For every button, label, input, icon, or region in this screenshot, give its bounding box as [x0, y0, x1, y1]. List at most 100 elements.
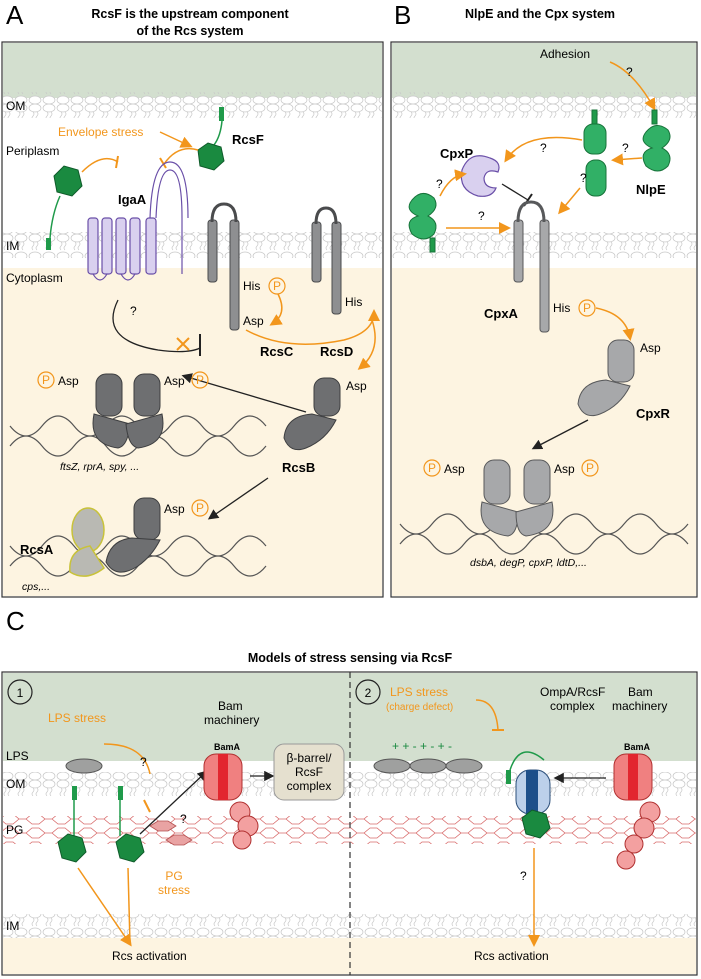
panel-a-letter: A — [6, 0, 24, 30]
cpxa-his: His — [553, 301, 570, 315]
panel-b-outer-membrane — [392, 92, 696, 118]
rcsc-asp: Asp — [243, 314, 264, 328]
rcsb-to-dimer-arrow — [181, 373, 307, 413]
panel-b-outer-space — [392, 43, 696, 98]
asp-to-his-arrow — [245, 309, 380, 345]
dimer-right-phospho: P — [196, 373, 204, 387]
bama-label-2: BamA — [624, 742, 651, 752]
panel-a-genes-2: cps,... — [22, 581, 50, 593]
envelope-stress-label: Envelope stress — [58, 125, 143, 139]
panel-a-cytoplasm-label: Cytoplasm — [6, 271, 63, 285]
dimer-left-phospho: P — [42, 373, 50, 387]
panel-b-question-1: ? — [626, 65, 633, 79]
rcsc-label: RcsC — [260, 344, 294, 359]
rcsb-dimer — [92, 373, 164, 449]
model-1-lps-stress: LPS stress — [48, 711, 106, 725]
model-2-number: 2 — [365, 686, 372, 700]
panel-b: B NlpE and the Cpx system Adhesion ? Nlp… — [390, 0, 698, 598]
nlpe-extended — [583, 109, 607, 197]
panel-c-peptidoglycan — [3, 816, 696, 844]
cpxr-label: CpxR — [636, 406, 671, 421]
model-1-im-label: IM — [6, 919, 19, 933]
left-periplasmic-protein — [46, 165, 83, 250]
cpxa-to-cpxr-arrow — [595, 307, 635, 341]
pg-stress-line2: stress — [158, 883, 190, 897]
rcsa-rcsb-complex — [69, 497, 161, 577]
cpxr-dimer-left-phospho: P — [428, 461, 436, 475]
igaa-protein — [87, 161, 189, 281]
rcsb-asp: Asp — [346, 379, 367, 393]
rcsb-label: RcsB — [282, 460, 315, 475]
bam-complex-2 — [613, 753, 661, 870]
panel-a: A RcsF is the upstream component of the … — [1, 0, 384, 598]
blocked-cross — [176, 337, 190, 351]
pg-damage — [149, 820, 193, 846]
panel-b-letter: B — [394, 0, 411, 30]
rcsf-label: RcsF — [232, 132, 264, 147]
rcsf-model1-a — [57, 786, 87, 863]
panel-a-question-1: ? — [130, 304, 137, 318]
model-1-rcs-activation: Rcs activation — [112, 949, 187, 963]
rcsf-protein — [197, 107, 225, 171]
rcsd-his: His — [345, 295, 362, 309]
panel-b-question-5: ? — [436, 177, 443, 191]
cpxp-label: CpxP — [440, 146, 474, 161]
barrel-line3: complex — [287, 779, 332, 793]
panel-c-letter: C — [6, 606, 25, 636]
ompa-line2: complex — [550, 699, 595, 713]
model-1-om-label: OM — [6, 777, 25, 791]
model-2-question: ? — [520, 869, 527, 883]
cpxr-asp: Asp — [640, 341, 661, 355]
barrel-complex-box — [273, 743, 345, 801]
model-1-bam-line2: machinery — [204, 713, 259, 727]
panel-b-genes: dsbA, degP, cpxP, ldtD,... — [470, 557, 587, 569]
rcsd-label: RcsD — [320, 344, 353, 359]
ompa-rcsf-complex — [506, 751, 551, 839]
panel-b-title: NlpE and the Cpx system — [465, 7, 615, 21]
rcsf-inhibition — [163, 147, 199, 165]
panel-a-title-line2: of the Rcs system — [137, 24, 244, 38]
barrel-line1: β-barrel/ — [287, 751, 333, 765]
cpxa-protein — [513, 200, 550, 333]
rcsb-to-rcsa-arrow — [207, 477, 269, 520]
his-to-rcsb-arrow — [357, 319, 376, 370]
bama-label-1: BamA — [214, 742, 241, 752]
model-1-number: 1 — [17, 686, 24, 700]
panel-a-genes-1: ftsZ, rprA, spy, ... — [60, 461, 139, 473]
igaa-label: IgaA — [118, 192, 147, 207]
rcsa-complex-phospho: P — [196, 501, 204, 515]
model-1-question-2: ? — [180, 812, 187, 826]
nlpe-im — [408, 193, 437, 253]
dna-b — [399, 513, 689, 555]
panel-a-title-line1: RcsF is the upstream component — [91, 7, 289, 21]
cpxa-phospho: P — [583, 301, 591, 315]
panel-b-question-4: ? — [540, 141, 547, 155]
cpxa-label: CpxA — [484, 306, 519, 321]
panel-a-periplasm-label: Periplasm — [6, 144, 59, 158]
model-2-rcs-activation: Rcs activation — [474, 949, 549, 963]
rcsa-complex-asp: Asp — [164, 502, 185, 516]
panel-a-inner-membrane — [3, 232, 382, 258]
cpxr-dimer-left-asp: Asp — [444, 462, 465, 476]
cpxp-protein — [460, 155, 500, 197]
panel-b-question-3: ? — [580, 171, 587, 185]
rcsb-free — [283, 377, 341, 451]
left-protein-inhibition — [81, 157, 119, 173]
nlpe-om — [642, 109, 671, 172]
barrel-line2: RcsF — [295, 765, 323, 779]
model-2-charges: + + - + - + - — [392, 739, 452, 753]
model-1-lps-label: LPS — [6, 749, 29, 763]
panel-a-outer-membrane — [3, 92, 382, 118]
bam-complex-1 — [203, 753, 259, 850]
rcsf-model1-b — [115, 786, 145, 863]
dimer-right-asp: Asp — [164, 374, 185, 388]
nlpe-label: NlpE — [636, 182, 666, 197]
rcsc-phospho: P — [273, 279, 281, 293]
model-1-bam-line1: Bam — [218, 699, 243, 713]
lps-cluster — [373, 758, 483, 774]
model-2-bam-line1: Bam — [628, 685, 653, 699]
envelope-stress-arrow — [159, 131, 193, 148]
ompa-line1: OmpA/RcsF — [540, 685, 605, 699]
igaa-rcsc-inhibition — [112, 299, 201, 353]
rcsd-protein — [311, 206, 342, 315]
